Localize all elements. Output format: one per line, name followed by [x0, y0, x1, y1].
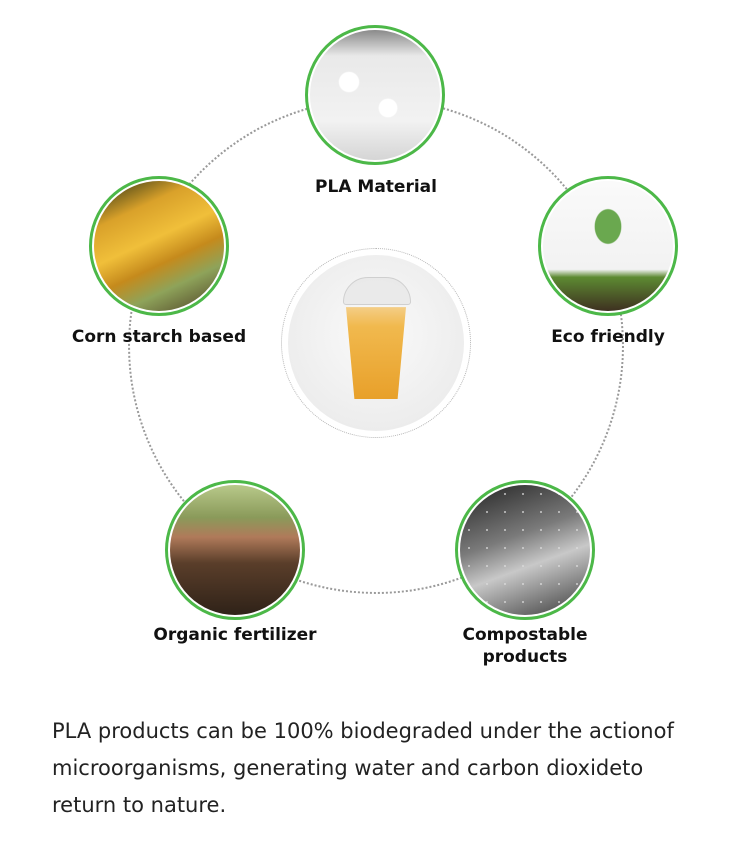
cup-lid-icon	[343, 277, 411, 305]
description-text: PLA products can be 100% biodegraded und…	[52, 719, 674, 817]
node-compostable-products-image	[455, 480, 595, 620]
center-cup-image	[281, 248, 471, 438]
node-label-organic-fertilizer: Organic fertilizer	[153, 625, 317, 645]
node-eco-friendly-image	[538, 176, 678, 316]
node-organic-fertilizer-image	[165, 480, 305, 620]
node-pla-material-image	[305, 25, 445, 165]
node-label-corn-starch: Corn starch based	[71, 327, 247, 347]
node-label-compostable-products: Compostable products	[462, 625, 588, 667]
node-label-eco-friendly: Eco friendly	[551, 327, 665, 347]
node-label-pla-material: PLA Material	[315, 177, 437, 197]
cup-icon	[346, 307, 406, 399]
node-corn-starch-image	[89, 176, 229, 316]
